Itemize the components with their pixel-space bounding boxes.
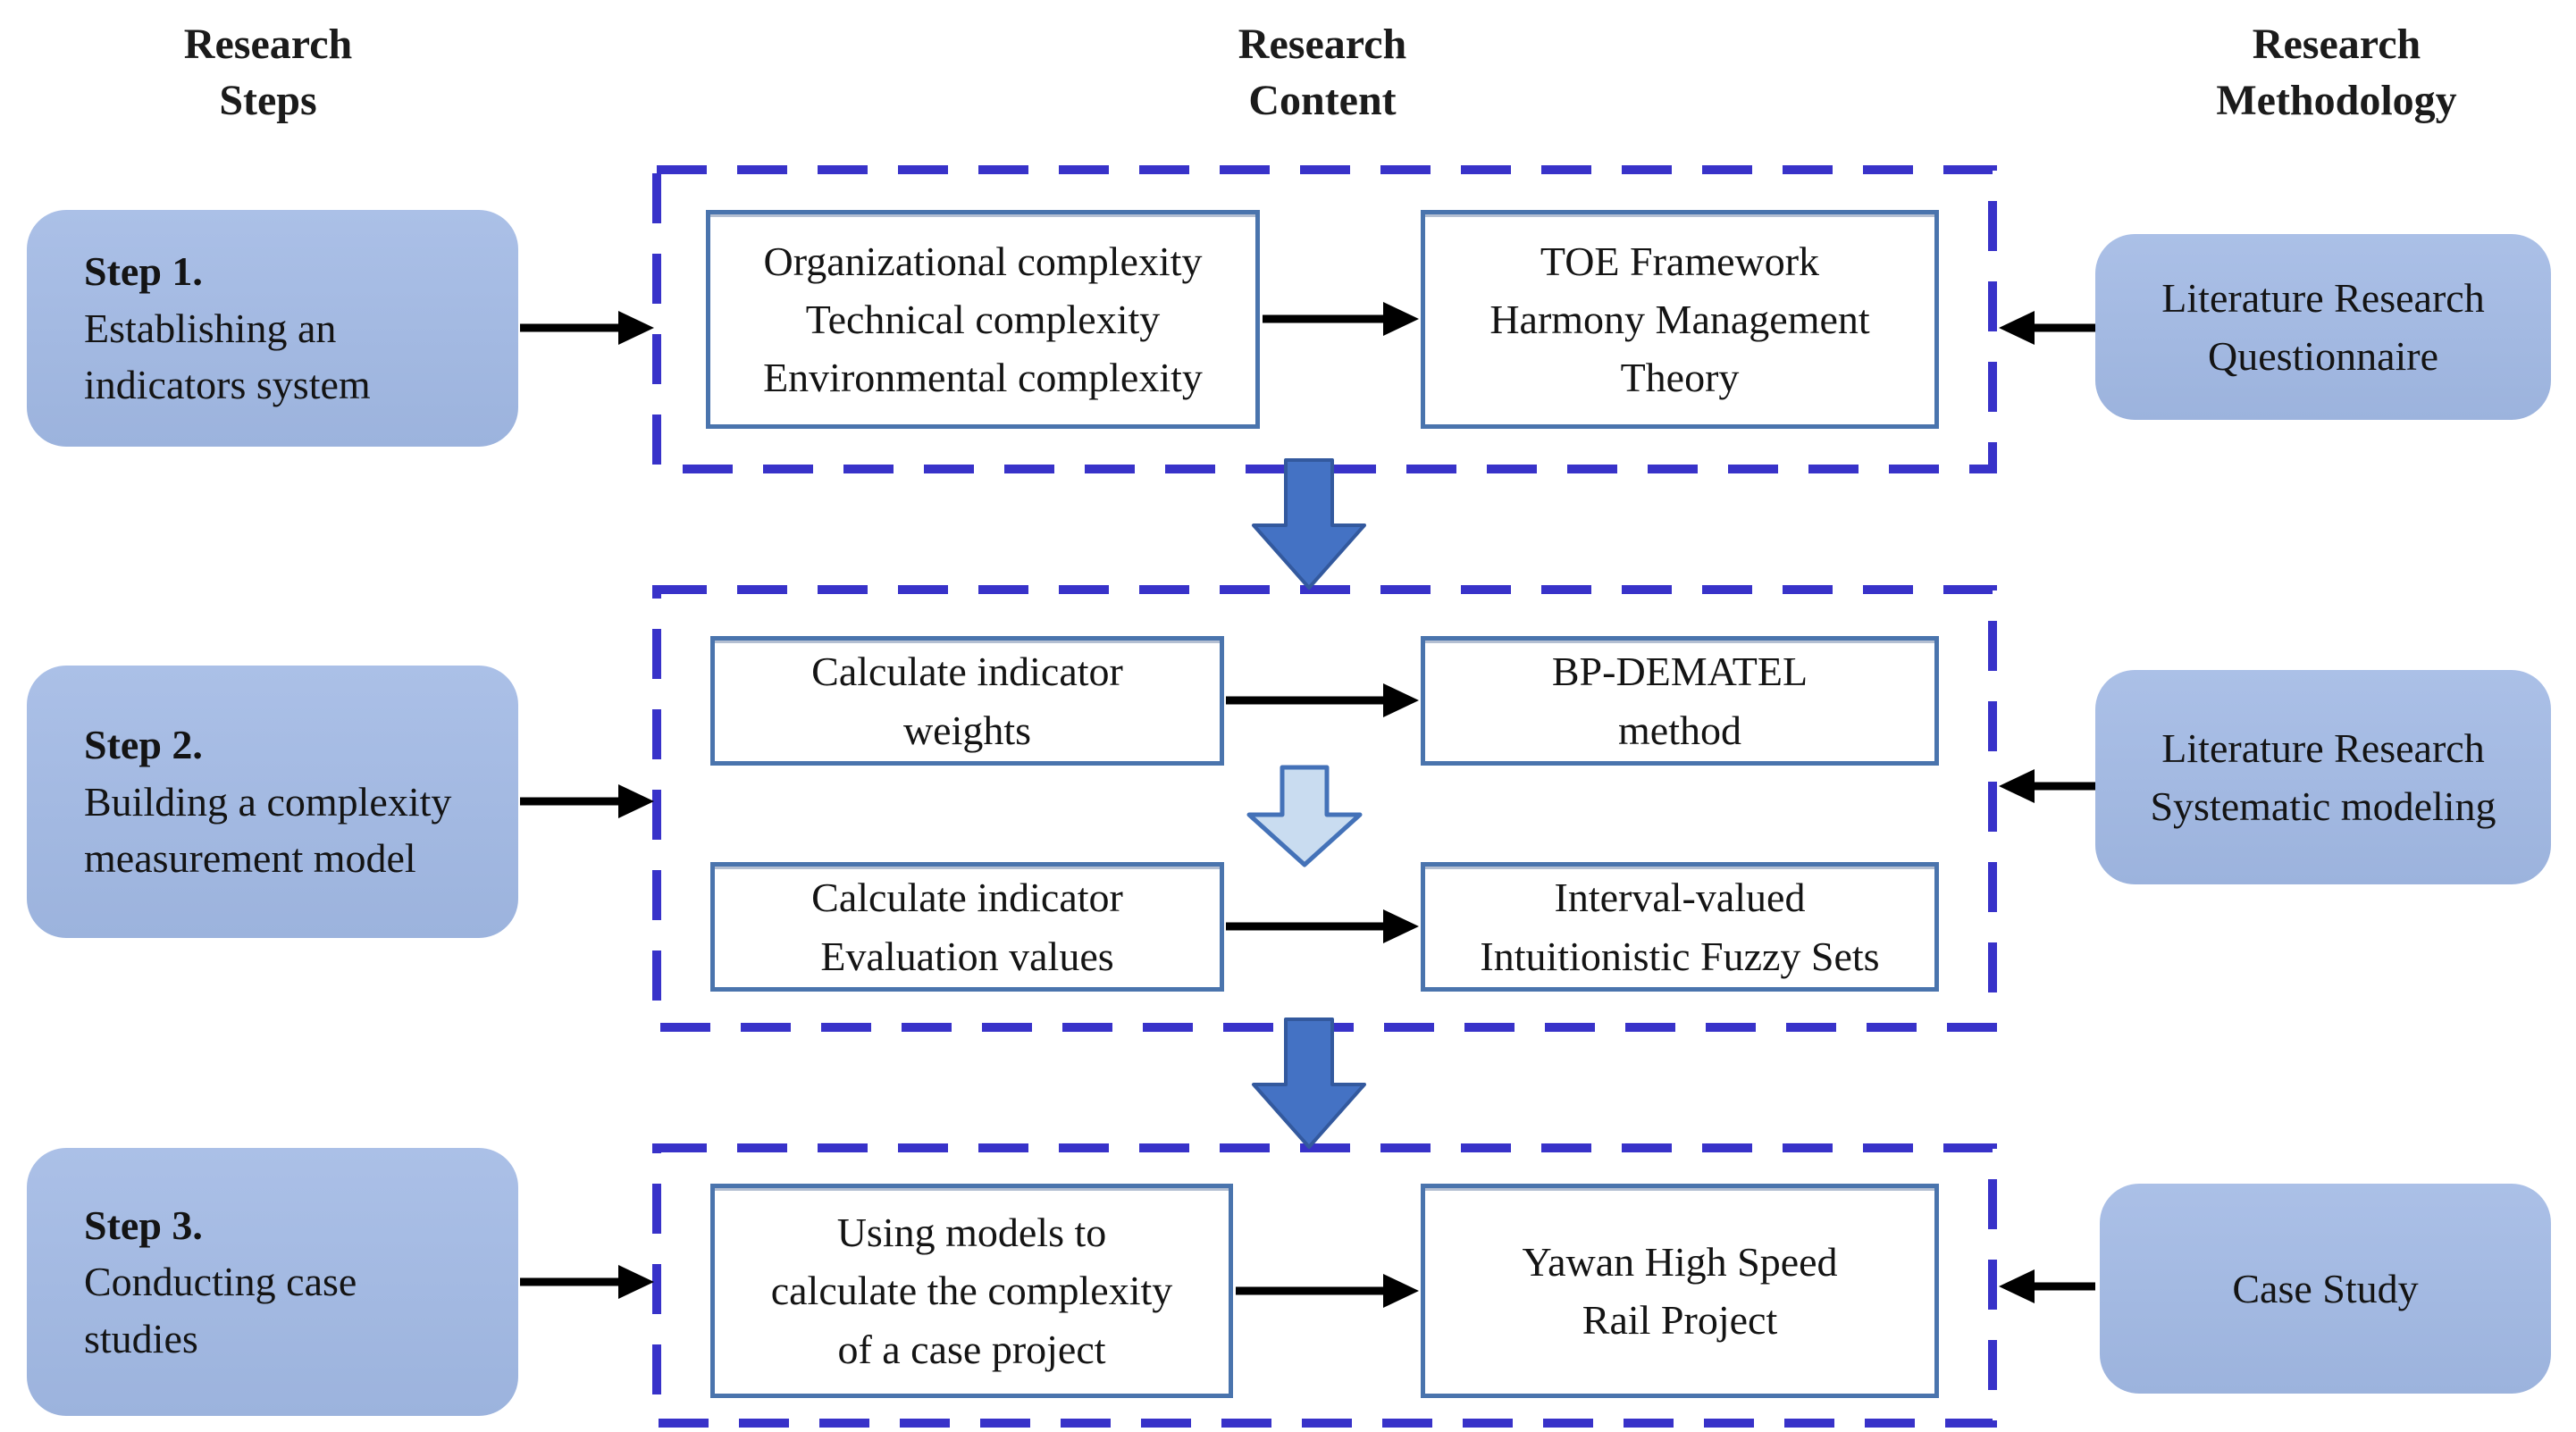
arrow-head-icon (1383, 683, 1419, 717)
step-3-title: Step 3. (84, 1202, 203, 1248)
column-header-research-steps: Research Steps (183, 21, 353, 125)
arrow-line (520, 323, 622, 332)
step-3-description: Conducting case studies (84, 1259, 357, 1361)
step-1-description: Establishing an indicators system (84, 305, 371, 408)
arrow-head-icon (1383, 1274, 1419, 1308)
step-3-box: Step 3. Conducting case studies (27, 1148, 518, 1416)
arrow-head-icon (1999, 769, 2035, 803)
arrow-step1-to-content-icon (520, 308, 654, 348)
arrow-line (1236, 1286, 1387, 1295)
content-box-yawan-project: Yawan High Speed Rail Project (1421, 1184, 1939, 1398)
content-box-complexity-types: Organizational complexity Technical comp… (706, 210, 1260, 429)
arrow-head-icon (618, 311, 654, 345)
step-2-description: Building a complexity measurement model (84, 778, 452, 882)
arrow-line (520, 1277, 622, 1286)
content-box-fuzzy-sets: Interval-valued Intuitionistic Fuzzy Set… (1421, 862, 1939, 992)
arrow-head-icon (1999, 311, 2035, 345)
block-arrow-down-band1-band2-icon (1251, 457, 1367, 596)
arrow-line (1226, 922, 1387, 931)
arrow-head-icon (1383, 302, 1419, 336)
arrow-line (2031, 1282, 2095, 1291)
arrow-evaluation-to-fuzzy-icon (1226, 907, 1419, 946)
column-header-research-content: Research Content (1238, 21, 1407, 125)
arrow-complexity-to-toe-icon (1263, 299, 1419, 339)
dashed-border (652, 165, 1997, 473)
arrow-step3-to-content-icon (520, 1262, 654, 1302)
arrow-head-icon (618, 1265, 654, 1299)
arrow-line (2031, 323, 2095, 332)
arrow-step2-to-content-icon (520, 782, 654, 821)
arrow-head-icon (1383, 909, 1419, 943)
methodology-box-questionnaire: Literature Research Questionnaire (2095, 234, 2551, 420)
arrow-head-icon (618, 784, 654, 818)
arrow-line (1226, 696, 1387, 705)
content-box-toe-framework: TOE Framework Harmony Management Theory (1421, 210, 1939, 429)
content-container-band-3 (652, 1143, 1997, 1428)
light-block-arrow-down-icon (1246, 765, 1363, 873)
step-2-box: Step 2. Building a complexity measuremen… (27, 666, 518, 938)
arrow-line (2031, 782, 2095, 791)
methodology-box-case-study: Case Study (2100, 1184, 2551, 1394)
arrow-line (520, 797, 622, 806)
step-1-box: Step 1. Establishing an indicators syste… (27, 210, 518, 447)
dashed-border (652, 1143, 1997, 1428)
methodology-box-systematic-modeling: Literature Research Systematic modeling (2095, 670, 2551, 884)
step-1-title: Step 1. (84, 248, 203, 295)
content-box-using-models: Using models to calculate the complexity… (710, 1184, 1233, 1398)
content-box-evaluation-values: Calculate indicator Evaluation values (710, 862, 1224, 992)
column-header-research-methodology: Research Methodology (2216, 21, 2457, 125)
content-box-calculate-weights: Calculate indicator weights (710, 636, 1224, 766)
arrow-weights-to-dematel-icon (1226, 681, 1419, 720)
content-box-bp-dematel: BP-DEMATEL method (1421, 636, 1939, 766)
arrow-casestudy-to-content-icon (1999, 1267, 2095, 1306)
arrow-models-to-yawan-icon (1236, 1271, 1419, 1311)
arrow-questionnaire-to-content-icon (1999, 308, 2095, 348)
arrow-line (1263, 314, 1387, 323)
arrow-modeling-to-content-icon (1999, 766, 2095, 806)
content-container-band-1 (652, 165, 1997, 473)
block-arrow-down-band2-band3-icon (1251, 1017, 1367, 1155)
arrow-head-icon (1999, 1269, 2035, 1303)
step-2-title: Step 2. (84, 722, 203, 768)
